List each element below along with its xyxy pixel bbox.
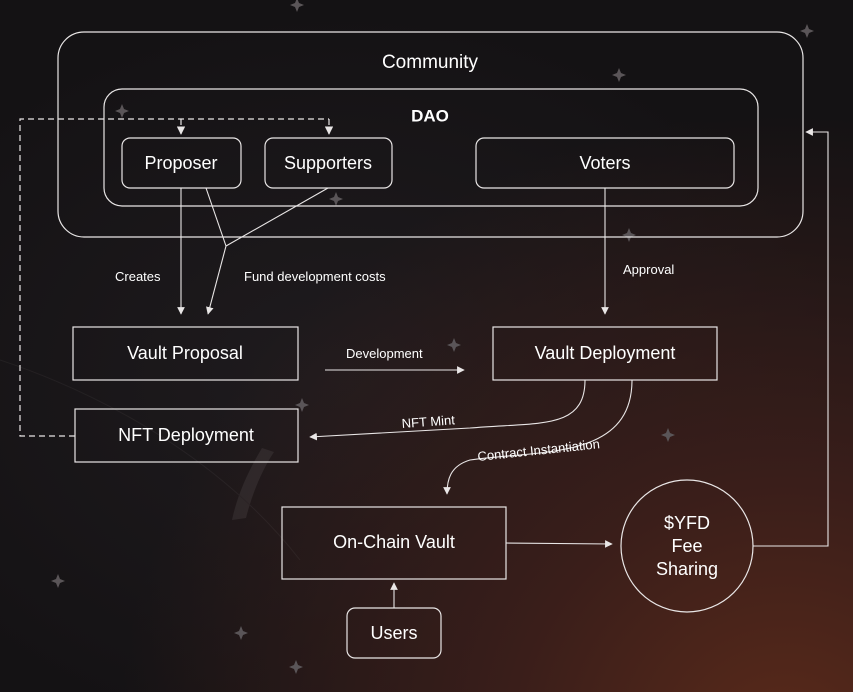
fund-development-label: Fund development costs: [244, 269, 386, 284]
community-label: Community: [382, 52, 479, 73]
nft-dashed-loop: [19, 118, 329, 437]
users-node: Users: [346, 607, 442, 659]
connectors: [19, 118, 829, 608]
fee-sharing-label-line-1: $YFD: [664, 513, 710, 533]
sparkle-icon: [290, 0, 304, 12]
approval-label: Approval: [623, 262, 674, 277]
dao-label: DAO: [411, 106, 449, 125]
sparkle-icon: [234, 626, 248, 640]
fee-sharing-label-line-3: Sharing: [656, 559, 718, 579]
proposer-label: Proposer: [144, 153, 217, 173]
on-chain-vault-node: On-Chain Vault: [281, 506, 507, 580]
fee-return-arrow: [753, 128, 829, 547]
supporters-fund-line: [225, 187, 329, 247]
development-label: Development: [346, 346, 423, 361]
users-label: Users: [370, 623, 417, 643]
vault-proposal-node: Vault Proposal: [72, 326, 299, 381]
sparkle-icon: [115, 104, 129, 118]
proposer-fund-line: [205, 187, 227, 247]
supporters-node: Supporters: [264, 137, 393, 189]
community-group: Community: [57, 31, 804, 238]
sparkle-icon: [289, 660, 303, 674]
creates-label: Creates: [115, 269, 161, 284]
on-chain-vault-label: On-Chain Vault: [333, 532, 455, 552]
vault-proposal-box: [72, 326, 299, 381]
vault-deployment-box: [492, 326, 718, 381]
sparkle-icon: [295, 398, 309, 412]
supporters-box: [264, 137, 393, 189]
vault-deployment-label: Vault Deployment: [535, 343, 676, 363]
fee-sharing-node: $YFD Fee Sharing: [620, 479, 754, 613]
nft-mint-arrow: [309, 379, 586, 441]
voters-label: Voters: [579, 153, 630, 173]
sparkle-icon: [329, 192, 343, 206]
vault-proposal-label: Vault Proposal: [127, 343, 243, 363]
sparkle-icon: [661, 428, 675, 442]
sparkle-icon: [51, 574, 65, 588]
sparkle-icon: [622, 228, 636, 242]
sparkle-icon: [800, 24, 814, 38]
dao-group: DAO: [103, 88, 759, 207]
fund-development-arrow: [206, 245, 227, 315]
sparkle-icon: [447, 338, 461, 352]
community-container: [57, 31, 804, 238]
sparkle-icon: [612, 68, 626, 82]
rocket-watermark-icon: [0, 359, 301, 561]
vault-deployment-node: Vault Deployment: [492, 326, 718, 381]
fee-sharing-label-line-2: Fee: [671, 536, 702, 556]
dao-container: [103, 88, 759, 207]
supporters-label: Supporters: [284, 153, 372, 173]
decorative-stars: [51, 0, 814, 674]
fee-sharing-arrow: [505, 540, 613, 548]
proposer-node: Proposer: [121, 137, 242, 189]
nft-deployment-label: NFT Deployment: [118, 425, 254, 445]
contract-instantiation-arrow: [443, 379, 633, 495]
nft-mint-label: NFT Mint: [401, 412, 456, 431]
contract-instantiation-label: Contract Instantiation: [477, 436, 601, 464]
voters-node: Voters: [475, 137, 735, 189]
